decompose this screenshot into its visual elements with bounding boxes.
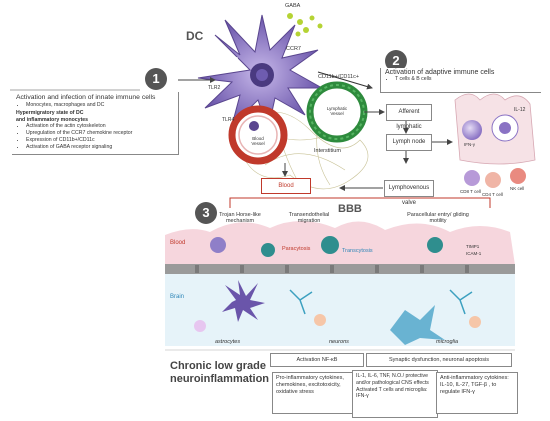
ifng-label: IFN-γ — [464, 142, 475, 147]
bbb-cells — [194, 236, 481, 345]
dc-label: DC — [186, 29, 204, 43]
step-3-badge: 3 — [195, 202, 217, 224]
step-2-badge: 2 — [385, 50, 407, 72]
microglia-label: microglia — [436, 339, 459, 345]
brain-region — [165, 274, 515, 346]
lymph-node-area — [454, 93, 536, 188]
transendothelial-label: Transendothelial migration — [288, 212, 330, 225]
il12-label: IL-12 — [514, 107, 526, 113]
list-item: Activation of GABA receptor signaling — [26, 144, 174, 151]
list-item: Activation of the actin cytoskeleton — [26, 123, 174, 130]
bbb-blood-label: Blood — [170, 240, 186, 246]
tlr4-label: TLR4 — [222, 117, 235, 123]
endothelium-junctions — [195, 265, 469, 273]
gaba-molecules — [287, 13, 323, 37]
astrocytes-label: astrocytes — [215, 339, 241, 345]
chronic-title-1: Chronic low grade — [170, 360, 266, 372]
paracellular-label: Paracellular entry/ gliding motility — [407, 212, 469, 225]
blood-box: Blood — [261, 178, 311, 194]
bbb-endothelium — [165, 264, 515, 274]
list-item: Upregulation of the CCR7 chemokine recep… — [26, 130, 174, 137]
step-1-box: Activation and infection of innate immun… — [12, 92, 179, 155]
lymphovenous-valve-box: Lymphovenous valve — [384, 180, 434, 206]
interstitium-label: Interstitium — [314, 148, 341, 154]
afferent-lymphatic-box: Afferent lymphatic — [386, 104, 432, 130]
blood-vessel-label: Blood Vessel — [251, 136, 265, 147]
tlr3-label: TLR3 — [226, 57, 239, 63]
brain-label: Brain — [170, 294, 185, 300]
cd8-label: CD8 T cell — [460, 189, 481, 194]
bbb-label: BBB — [338, 203, 362, 215]
neurons-label: neurons — [329, 339, 349, 345]
step-1-title: Activation and infection of innate immun… — [16, 94, 156, 101]
lymphatic-vessel-label: Lymphatic Vessel — [326, 106, 348, 117]
cd4-label: CD4 T cell — [482, 192, 503, 197]
transcytosis-label: Transcytosis — [342, 248, 373, 254]
synaptic-box: Synaptic dysfunction, neuronal apoptosis — [366, 353, 512, 367]
step-2-title: Activation of adaptive immune cells — [385, 69, 495, 76]
nk-label: NK cell — [510, 186, 525, 191]
step-1-subtitle-1: Hypermigratory state of DC — [16, 110, 84, 116]
cytokine-effects-box: IL-1, IL-6, TNF, N.O./ protective and/or… — [352, 370, 438, 418]
step-1-subtitle-2: and inflammatory monocytes — [16, 116, 89, 123]
gaba-label: GABA — [285, 3, 301, 9]
paracytosis-label: Paracytosis — [282, 246, 311, 252]
cd11-label: CD11b+/CD11c+ — [318, 74, 360, 80]
list-item: Expression of CD11b+/CD11c — [26, 137, 174, 144]
anti-inflammatory-box: Anti-inflammatory cytokines: IL-10, IL-2… — [436, 372, 518, 414]
tlr2-label: TLR2 — [208, 85, 221, 91]
bbb-blood-region — [165, 221, 515, 265]
chronic-title-2: neuroinflammation — [170, 373, 270, 385]
step-2-box: Activation of adaptive immune cells T ce… — [380, 68, 541, 93]
lymph-node-box: Lymph node — [386, 134, 432, 151]
step-1-cells: Monocytes, macrophages and DC — [16, 102, 174, 109]
timp1-label: TIMP1 — [466, 244, 480, 249]
trojan-label: Trojan Horse-like mechanism — [219, 212, 261, 225]
icam1-label: ICAM-1 — [466, 251, 482, 256]
blood-vessel-icon — [228, 105, 288, 165]
step-1-items: Activation of the actin cytoskeleton Upr… — [16, 123, 174, 151]
list-item: T cells & B cells — [395, 76, 537, 83]
step-2-items: T cells & B cells — [385, 76, 537, 83]
list-item: Monocytes, macrophages and DC — [26, 102, 174, 109]
nfkb-box: Activation NF-κB — [270, 353, 364, 367]
pro-inflammatory-box: Pro-inflammatory cytokines, chemokines, … — [272, 372, 356, 414]
step-1-badge: 1 — [145, 68, 167, 90]
ccr7-label: CCR7 — [286, 46, 301, 52]
